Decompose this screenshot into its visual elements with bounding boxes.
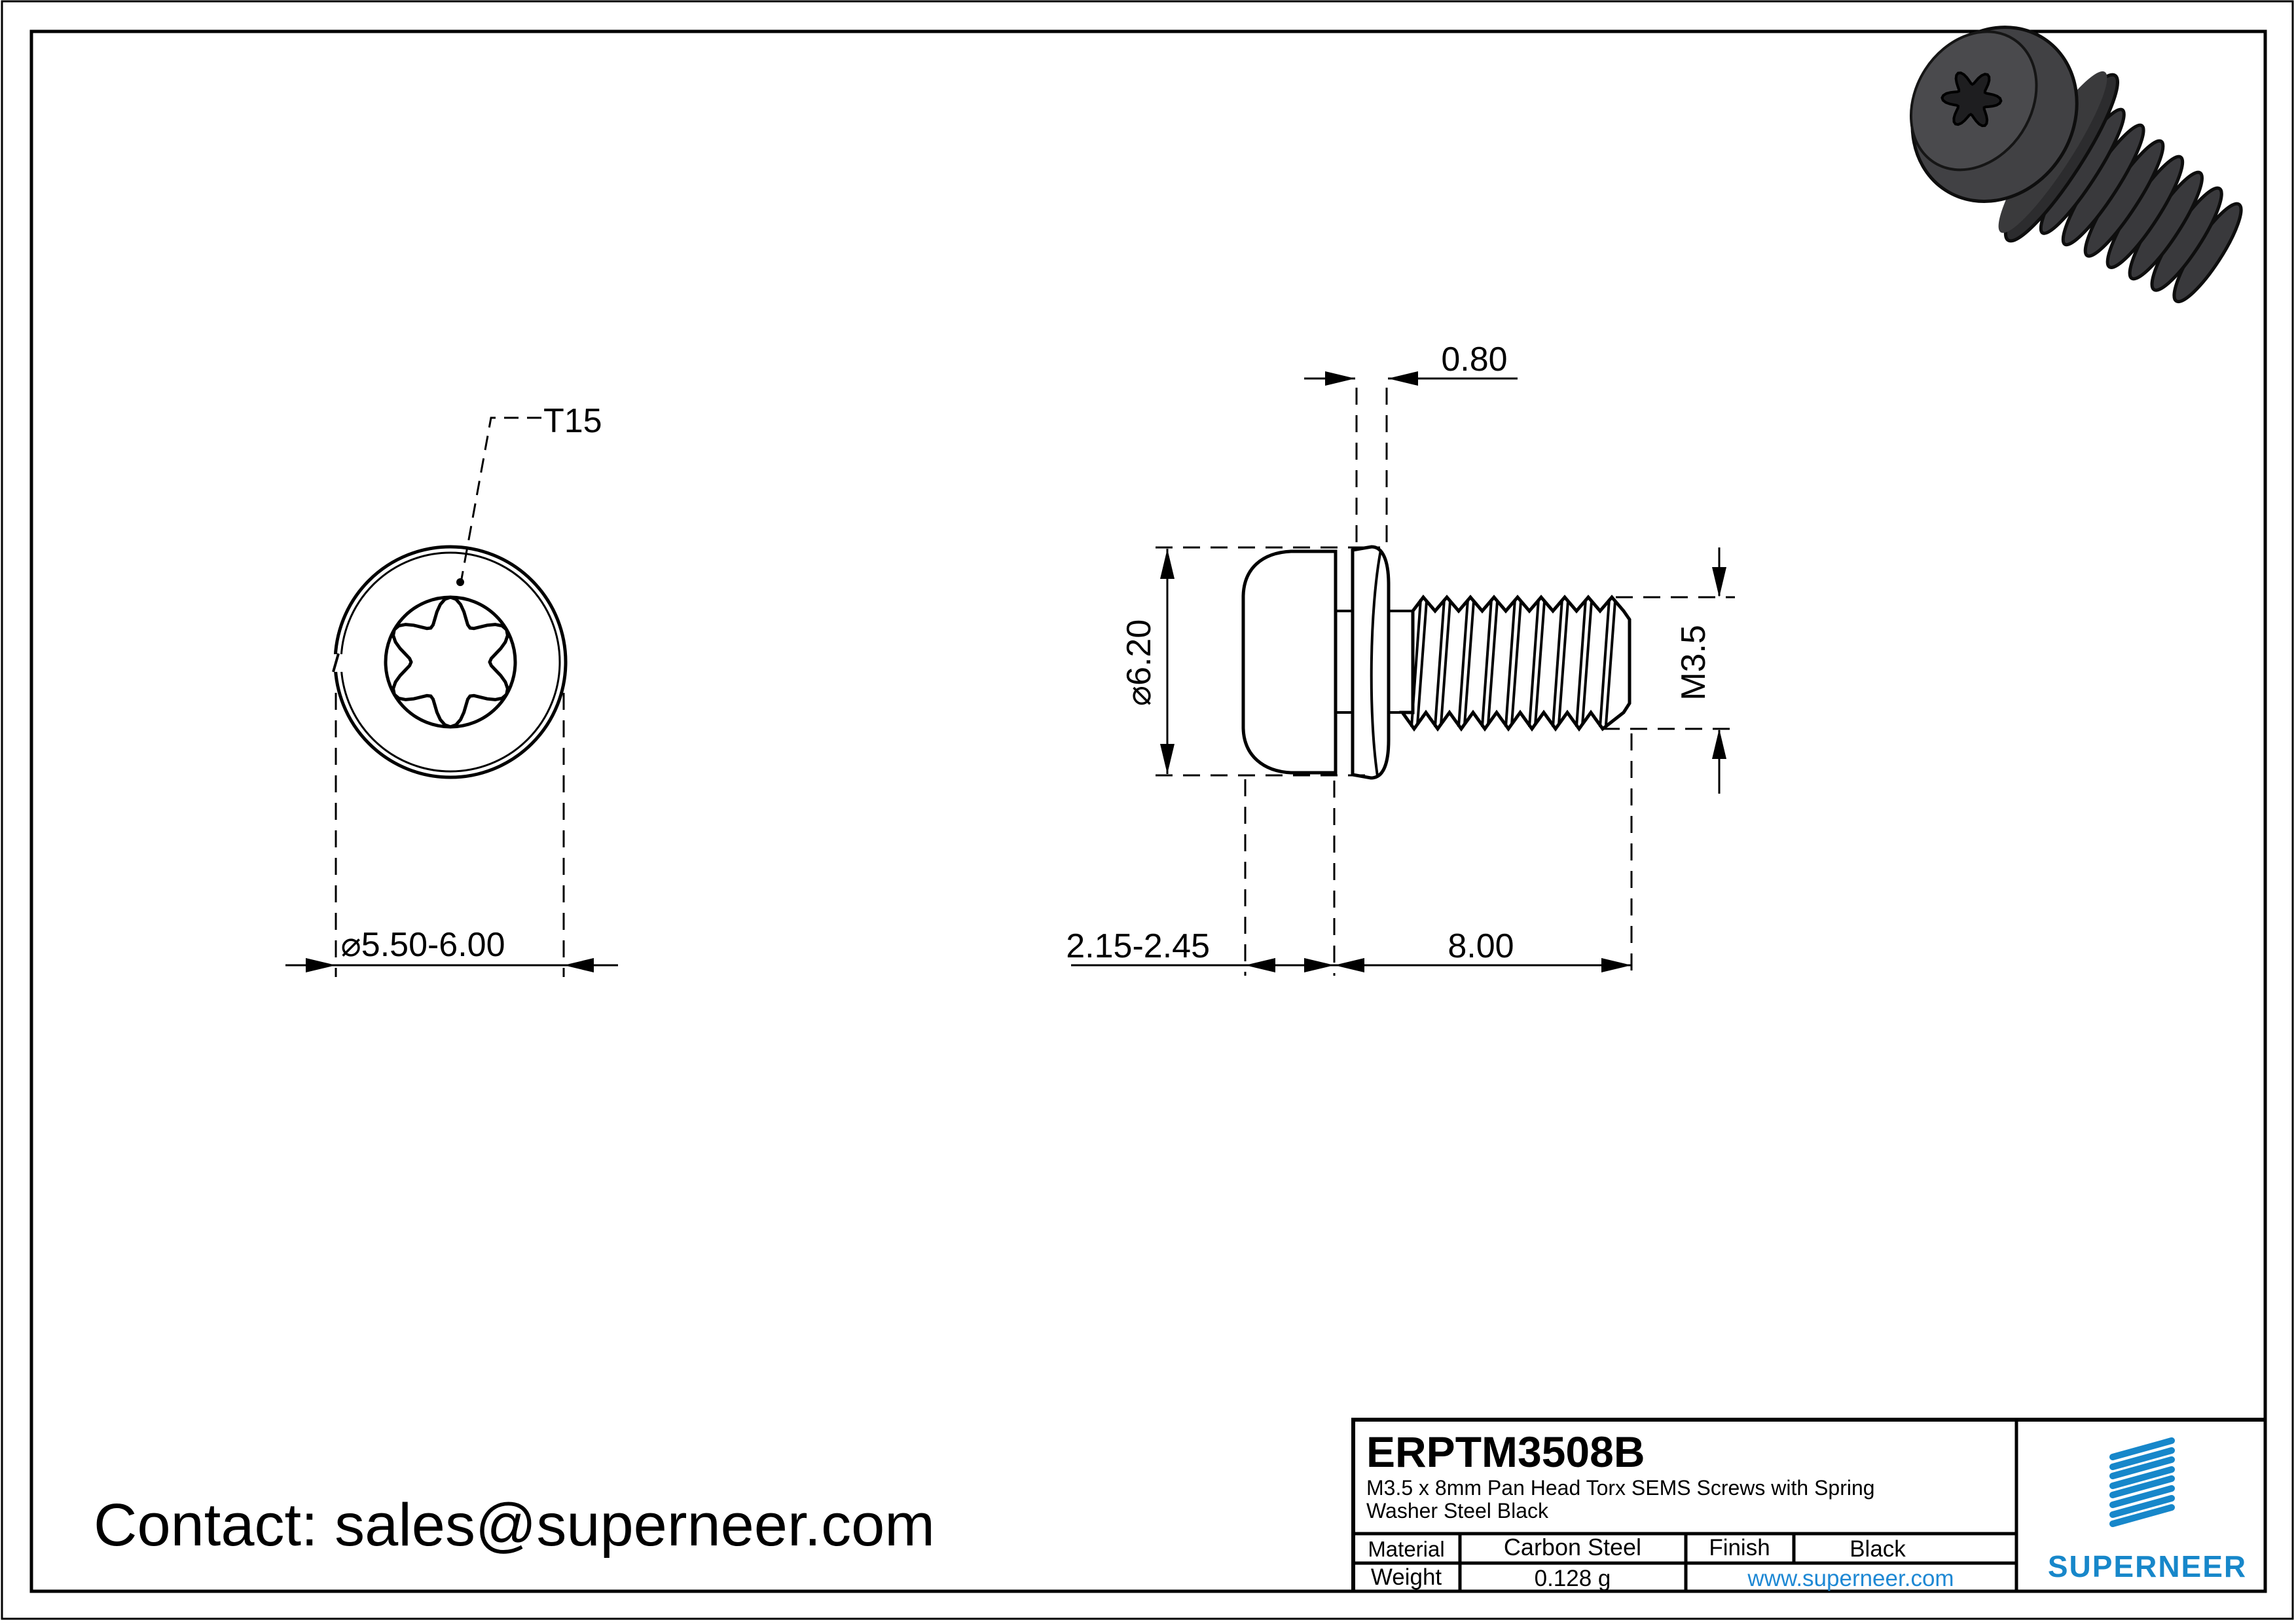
dia-arrow-left <box>306 958 336 972</box>
contact-text: Contact: sales@superneer.com <box>94 1492 935 1559</box>
brand-logo: SUPERNEER <box>2048 1437 2247 1583</box>
side-view: 0.80 ⌀6.20 M3.5 2.15-2.45 8.00 <box>1066 341 1735 976</box>
part-number: ERPTM3508B <box>1366 1428 1645 1476</box>
headdia-arrow-bottom <box>1160 744 1175 774</box>
description-line1: M3.5 x 8mm Pan Head Torx SEMS Screws wit… <box>1366 1476 1875 1500</box>
thread-flank-lines <box>1410 599 1616 728</box>
washer-diameter-label: ⌀5.50-6.00 <box>340 926 505 964</box>
headheight-arrow-left <box>1245 958 1275 972</box>
washer-thickness-label: 0.80 <box>1441 341 1507 378</box>
screw-3d-threads <box>2039 107 2243 304</box>
material-label: Material <box>1368 1537 1444 1561</box>
thread-length-label: 8.00 <box>1448 927 1514 965</box>
length-arrow-left <box>1334 958 1364 972</box>
finish-label: Finish <box>1709 1535 1770 1560</box>
finish-value: Black <box>1850 1536 1906 1562</box>
website-link[interactable]: www.superneer.com <box>1747 1566 1954 1591</box>
brand-name: SUPERNEER <box>2048 1549 2247 1583</box>
washer-dim-arrow-left <box>1325 371 1355 386</box>
screw-3d-torx-recess <box>1941 71 2003 128</box>
washer-split-mark <box>332 653 340 673</box>
washer-dim-arrow-right <box>1388 371 1418 386</box>
thread-size-label: M3.5 <box>1675 625 1713 701</box>
description-line2: Washer Steel Black <box>1366 1499 1549 1522</box>
dia-arrow-right <box>564 958 594 972</box>
screw-3d-thread-ridge <box>2172 202 2243 304</box>
thread-arrow-top <box>1712 567 1726 597</box>
torx-star-outline <box>392 595 509 729</box>
weight-value: 0.128 g <box>1535 1566 1611 1591</box>
pan-head-profile <box>1241 549 1338 775</box>
headheight-arrow-right <box>1304 958 1334 972</box>
screw-3d-thread-ridge <box>2039 107 2126 235</box>
screw-3d-thread-ridge <box>2083 139 2165 258</box>
length-arrow-right <box>1601 958 1631 972</box>
screw-3d-illustration <box>1909 26 2243 304</box>
headdia-arrow-top <box>1160 549 1175 579</box>
screw-3d-thread-ridge <box>2061 123 2145 247</box>
head-diameter-label: ⌀6.20 <box>1120 619 1158 707</box>
title-block: ERPTM3508B M3.5 x 8mm Pan Head Torx SEMS… <box>1351 1418 2265 1591</box>
weight-label: Weight <box>1371 1564 1442 1590</box>
screw-3d-thread-ridge <box>2105 155 2185 269</box>
material-value: Carbon Steel <box>1504 1534 1641 1560</box>
t15-leader-dot <box>456 578 464 586</box>
front-view: T15 ⌀5.50-6.00 <box>285 402 618 977</box>
drive-size-label: T15 <box>543 402 602 440</box>
thread-arrow-bottom <box>1712 729 1726 759</box>
screw-3d-washer-face <box>1998 71 2107 233</box>
inner-border <box>29 29 2267 1593</box>
screw-3d-thread-ridge <box>2150 186 2223 292</box>
shank-lines <box>1336 610 1413 714</box>
head-height-label: 2.15-2.45 <box>1066 927 1210 965</box>
logo-stripes-icon <box>2109 1437 2175 1527</box>
spring-washer-inner-curve <box>1370 549 1382 777</box>
t15-leader-line <box>460 416 541 580</box>
